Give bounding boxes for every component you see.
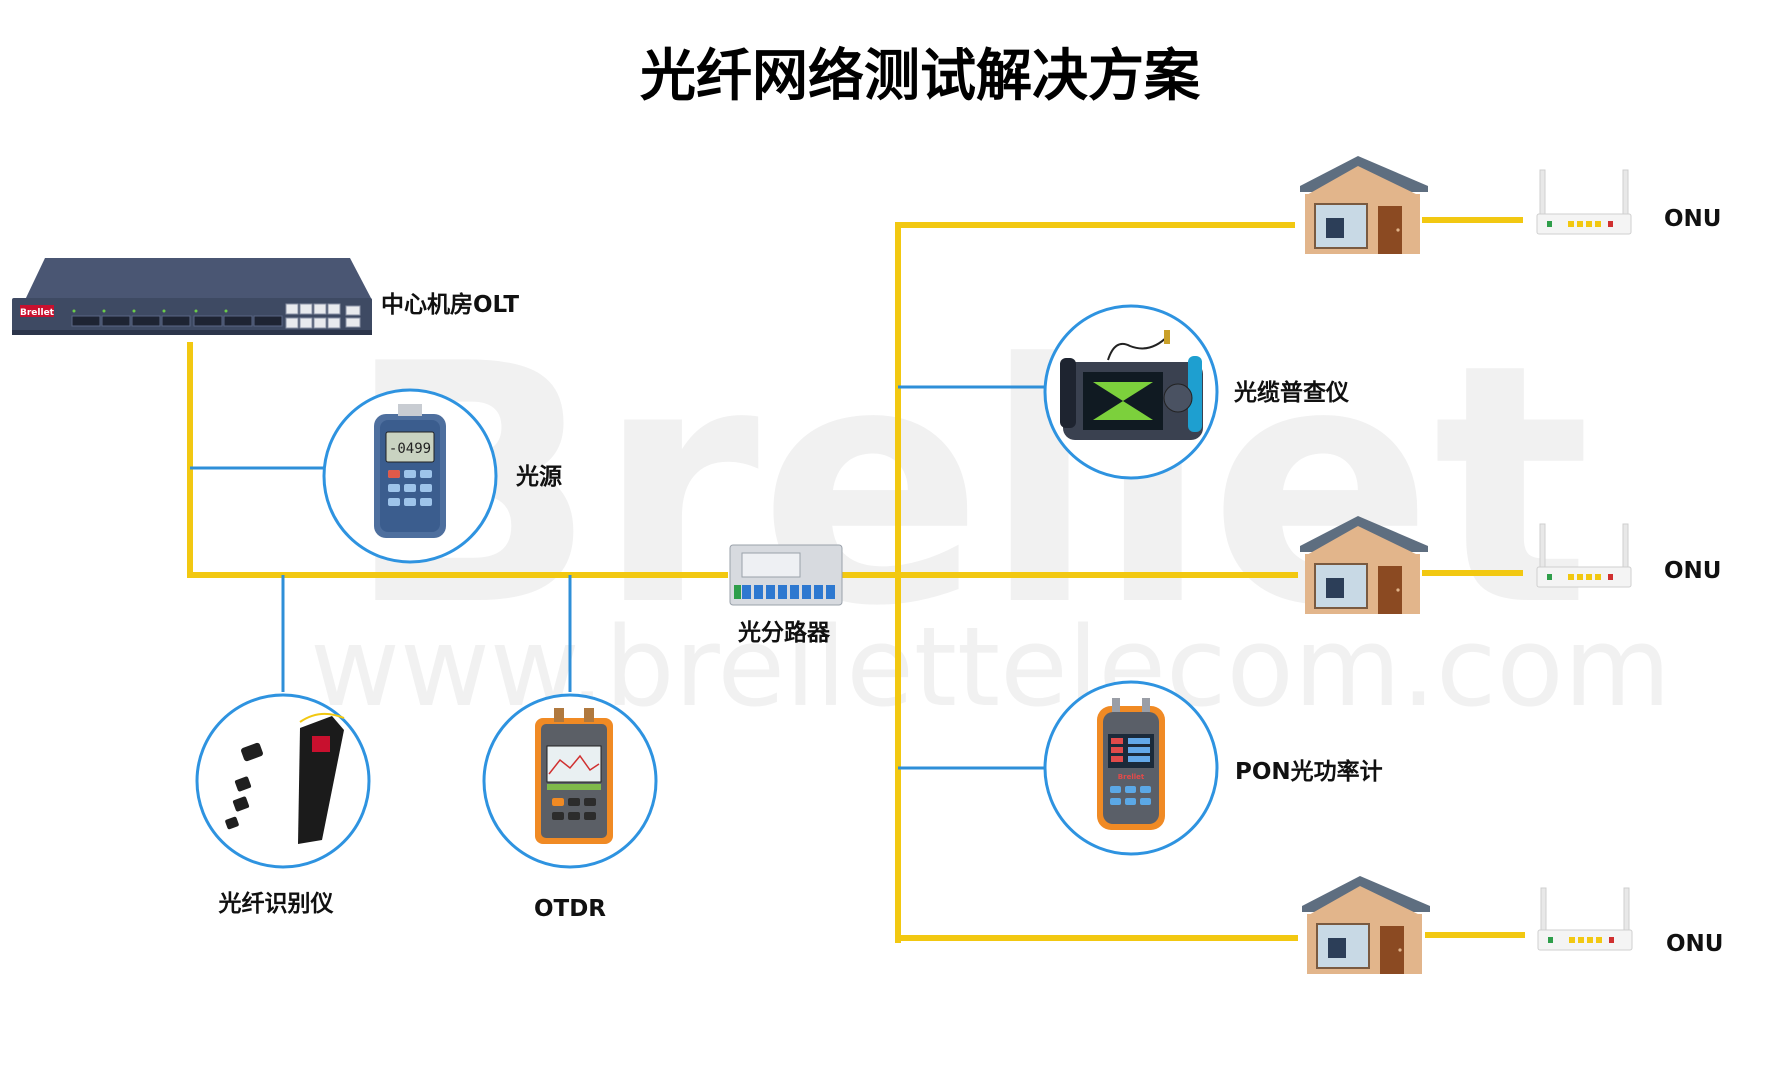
cable-tester-label: 光缆普查仪: [1233, 379, 1350, 406]
olt-label: 中心机房OLT: [381, 291, 519, 318]
otdr-label: OTDR: [534, 896, 606, 922]
onu-label-1: ONU: [1664, 206, 1721, 232]
onu-router-3: [1537, 887, 1633, 951]
light-source-label: 光源: [515, 464, 562, 490]
olt-logo: Brellet: [20, 308, 55, 318]
page-title: 光纤网络测试解决方案: [640, 44, 1201, 109]
house-1: [1300, 156, 1428, 254]
pon-meter-logo: Brellet: [1118, 773, 1145, 781]
house-3: [1302, 876, 1430, 974]
house-2: [1300, 516, 1428, 614]
fiber-identifier-node: [195, 693, 371, 869]
onu-label-2: ONU: [1664, 558, 1721, 584]
splitter-label: 光分路器: [737, 619, 831, 646]
watermark: Brellet www.brellettelecom.com: [310, 294, 1671, 731]
otdr-node: [482, 693, 658, 869]
fiber-identifier-label: 光纤识别仪: [218, 890, 335, 917]
onu-router-1: [1536, 169, 1632, 235]
splitter-device: [729, 544, 843, 606]
light-source-screen: -0499: [389, 441, 431, 457]
cable-tester-node: [1043, 304, 1219, 480]
onu-router-2: [1536, 523, 1632, 588]
watermark-url: www.brellettelecom.com: [310, 603, 1671, 731]
connector-lines: [190, 385, 1045, 770]
fiber-lines: [187, 217, 1525, 943]
olt-device: Brellet: [12, 258, 372, 335]
pon-meter-node: Brellet: [1043, 680, 1219, 856]
light-source-node: -0499: [322, 388, 498, 564]
pon-meter-label: PON光功率计: [1235, 758, 1383, 785]
onu-label-3: ONU: [1666, 931, 1723, 957]
